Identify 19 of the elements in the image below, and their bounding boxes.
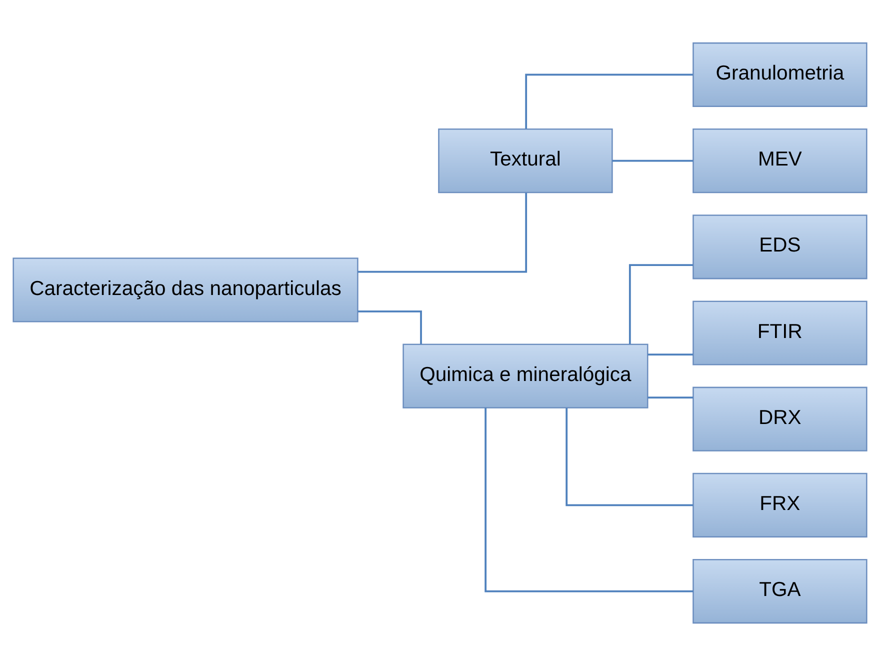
node-box: Caracterização das nanoparticulas [12, 258, 358, 322]
connector [648, 396, 694, 399]
connector [612, 160, 694, 162]
connector [648, 354, 694, 356]
connector [358, 310, 422, 344]
connector [358, 192, 528, 273]
connector [525, 74, 693, 129]
node-box: FTIR [692, 300, 868, 366]
connector [628, 264, 694, 344]
node-box: MEV [692, 128, 868, 194]
connector [484, 408, 694, 592]
connector [566, 408, 694, 506]
node-box: FRX [692, 472, 868, 538]
node-box: Granulometria [692, 42, 868, 107]
node-box: TGA [692, 559, 868, 624]
node-box: Quimica e mineralógica [402, 344, 648, 408]
node-box: DRX [692, 386, 868, 452]
node-box: Textural [438, 128, 613, 194]
node-box: EDS [692, 214, 868, 280]
